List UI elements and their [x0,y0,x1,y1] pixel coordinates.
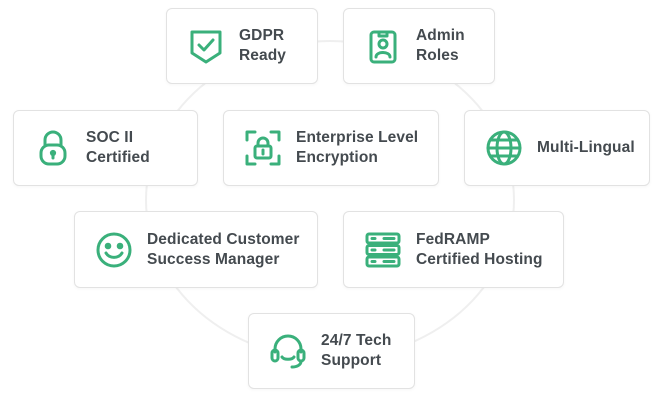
feature-card-multi-lingual: Multi-Lingual [464,110,650,186]
id-badge-icon [364,27,402,65]
scan-lock-icon [244,129,282,167]
shield-check-icon [187,27,225,65]
feature-label: Multi-Lingual [537,139,635,156]
server-icon [364,231,402,269]
smiley-icon [95,231,133,269]
background-circle [145,40,515,360]
globe-icon [485,129,523,167]
headset-icon [269,332,307,370]
lock-icon [34,129,72,167]
